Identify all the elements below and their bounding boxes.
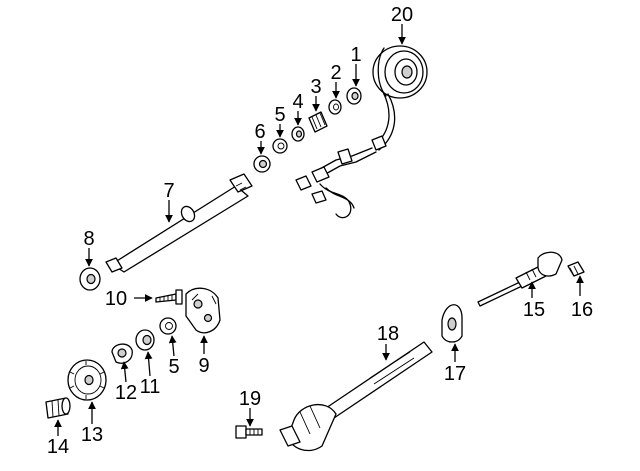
part-4-seat xyxy=(291,126,305,142)
callout-3: 3 xyxy=(310,76,321,98)
callout-8: 8 xyxy=(83,228,94,250)
part-1-nut xyxy=(346,87,362,105)
part-12-sensor xyxy=(111,343,133,364)
part-17-boot xyxy=(441,304,463,343)
callout-10: 10 xyxy=(105,288,127,310)
part-6-bearing xyxy=(253,155,271,173)
callout-13: 13 xyxy=(81,424,103,446)
part-2-washer xyxy=(328,99,342,115)
callout-7: 7 xyxy=(163,180,174,202)
part-8-ring xyxy=(79,267,101,291)
callout-labels: 20 1 2 3 4 5 6 7 8 10 9 5 11 12 13 14 15… xyxy=(47,4,593,458)
callout-17: 17 xyxy=(444,363,466,385)
part-15-intermediate-shaft xyxy=(477,251,563,307)
callout-11: 11 xyxy=(140,376,161,398)
callout-5-lower: 5 xyxy=(168,356,179,378)
part-16-bolt xyxy=(567,261,585,277)
callout-14: 14 xyxy=(47,436,69,458)
part-7-steering-shaft xyxy=(105,173,253,273)
part-9-housing xyxy=(185,287,221,334)
callout-4: 4 xyxy=(292,91,303,113)
part-10-screw xyxy=(155,289,183,305)
callout-18: 18 xyxy=(377,323,399,345)
part-5-washer-upper xyxy=(272,138,288,154)
callout-20: 20 xyxy=(391,4,413,26)
callout-2: 2 xyxy=(330,62,341,84)
part-3-spring xyxy=(308,111,328,133)
part-13-gear xyxy=(67,359,107,401)
part-5-washer-lower xyxy=(159,317,177,335)
callout-5-upper: 5 xyxy=(274,104,285,126)
callout-19: 19 xyxy=(239,388,261,410)
callout-15: 15 xyxy=(523,299,545,321)
callout-6: 6 xyxy=(254,121,265,143)
leader-arrows xyxy=(54,24,584,436)
callout-9: 9 xyxy=(198,355,209,377)
part-20-clockspring xyxy=(295,45,428,219)
callout-16: 16 xyxy=(571,299,593,321)
callout-12: 12 xyxy=(115,382,137,404)
part-19-bolt xyxy=(235,425,263,439)
part-18-lower-shaft xyxy=(279,341,433,452)
part-14-bushing xyxy=(45,397,71,419)
part-11-bushing xyxy=(135,329,155,351)
callout-1: 1 xyxy=(350,44,361,66)
